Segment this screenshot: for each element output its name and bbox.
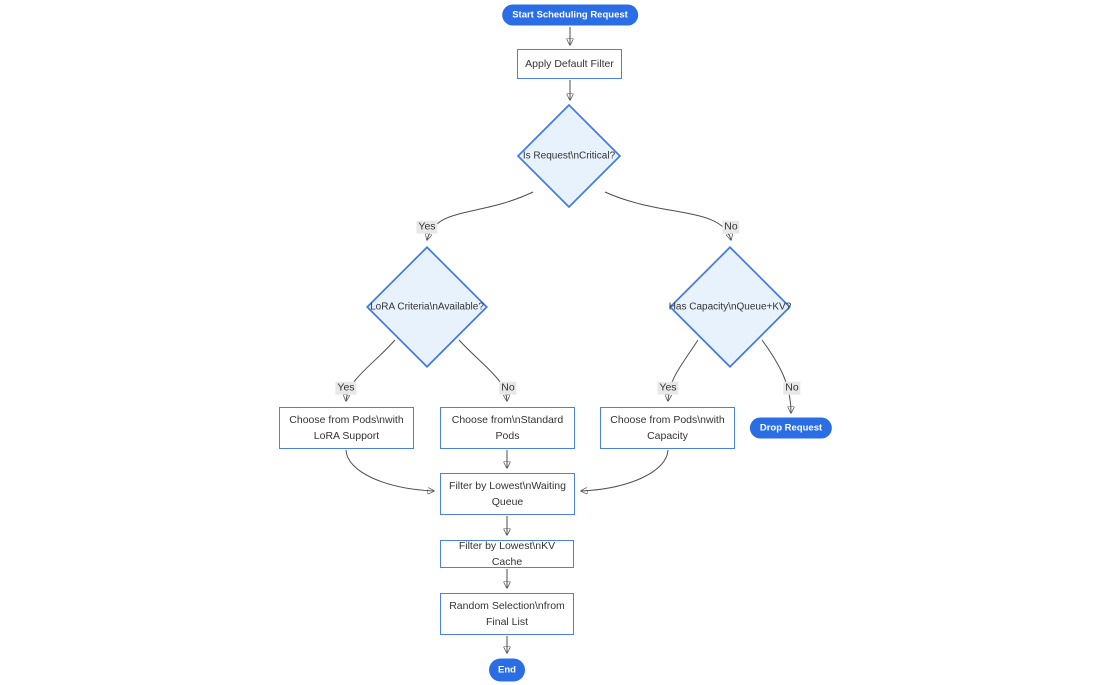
is-critical-label: Is Request\nCritical?	[522, 150, 616, 162]
choose-standard-pods-node: Choose from\nStandard Pods	[440, 407, 575, 449]
diamond-shape	[669, 246, 791, 368]
edge-label-capacity-yes: Yes	[657, 381, 679, 395]
edge-critical-no	[604, 191, 731, 240]
edge-capacity-no	[761, 339, 791, 413]
filter-waiting-queue-node: Filter by Lowest\nWaiting Queue	[440, 473, 575, 515]
edge-lora-yes	[346, 339, 396, 401]
filter-kv-cache-node: Filter by Lowest\nKV Cache	[440, 540, 574, 568]
edge-lora-no	[458, 339, 507, 401]
has-capacity-decision: Has Capacity\nQueue+KV?	[669, 246, 791, 368]
edge-capacity-yes	[668, 339, 699, 401]
diamond-shape	[366, 246, 488, 368]
apply-default-filter-node: Apply Default Filter	[517, 49, 622, 79]
edge-label-critical-yes: Yes	[416, 220, 438, 234]
start-node: Start Scheduling Request	[502, 4, 638, 26]
choose-lora-pods-node: Choose from Pods\nwith LoRA Support	[279, 407, 414, 449]
edge-label-critical-no: No	[722, 220, 740, 234]
lora-criteria-decision: LoRA Criteria\nAvailable?	[366, 246, 488, 368]
edge-label-capacity-no: No	[783, 381, 801, 395]
random-selection-node: Random Selection\nfrom Final List	[440, 593, 574, 635]
edge-capacitypods-filterq	[581, 449, 669, 491]
edge-label-lora-no: No	[499, 381, 517, 395]
end-node: End	[489, 658, 525, 682]
choose-capacity-pods-node: Choose from Pods\nwith Capacity	[600, 407, 735, 449]
is-critical-decision: Is Request\nCritical?	[517, 104, 621, 208]
edge-label-lora-yes: Yes	[335, 381, 357, 395]
lora-criteria-label: LoRA Criteria\nAvailable?	[370, 301, 484, 313]
has-capacity-label: Has Capacity\nQueue+KV?	[668, 301, 792, 313]
diamond-shape	[517, 104, 621, 208]
edge-lorapods-filterq	[345, 449, 434, 491]
drop-request-node: Drop Request	[749, 417, 833, 439]
